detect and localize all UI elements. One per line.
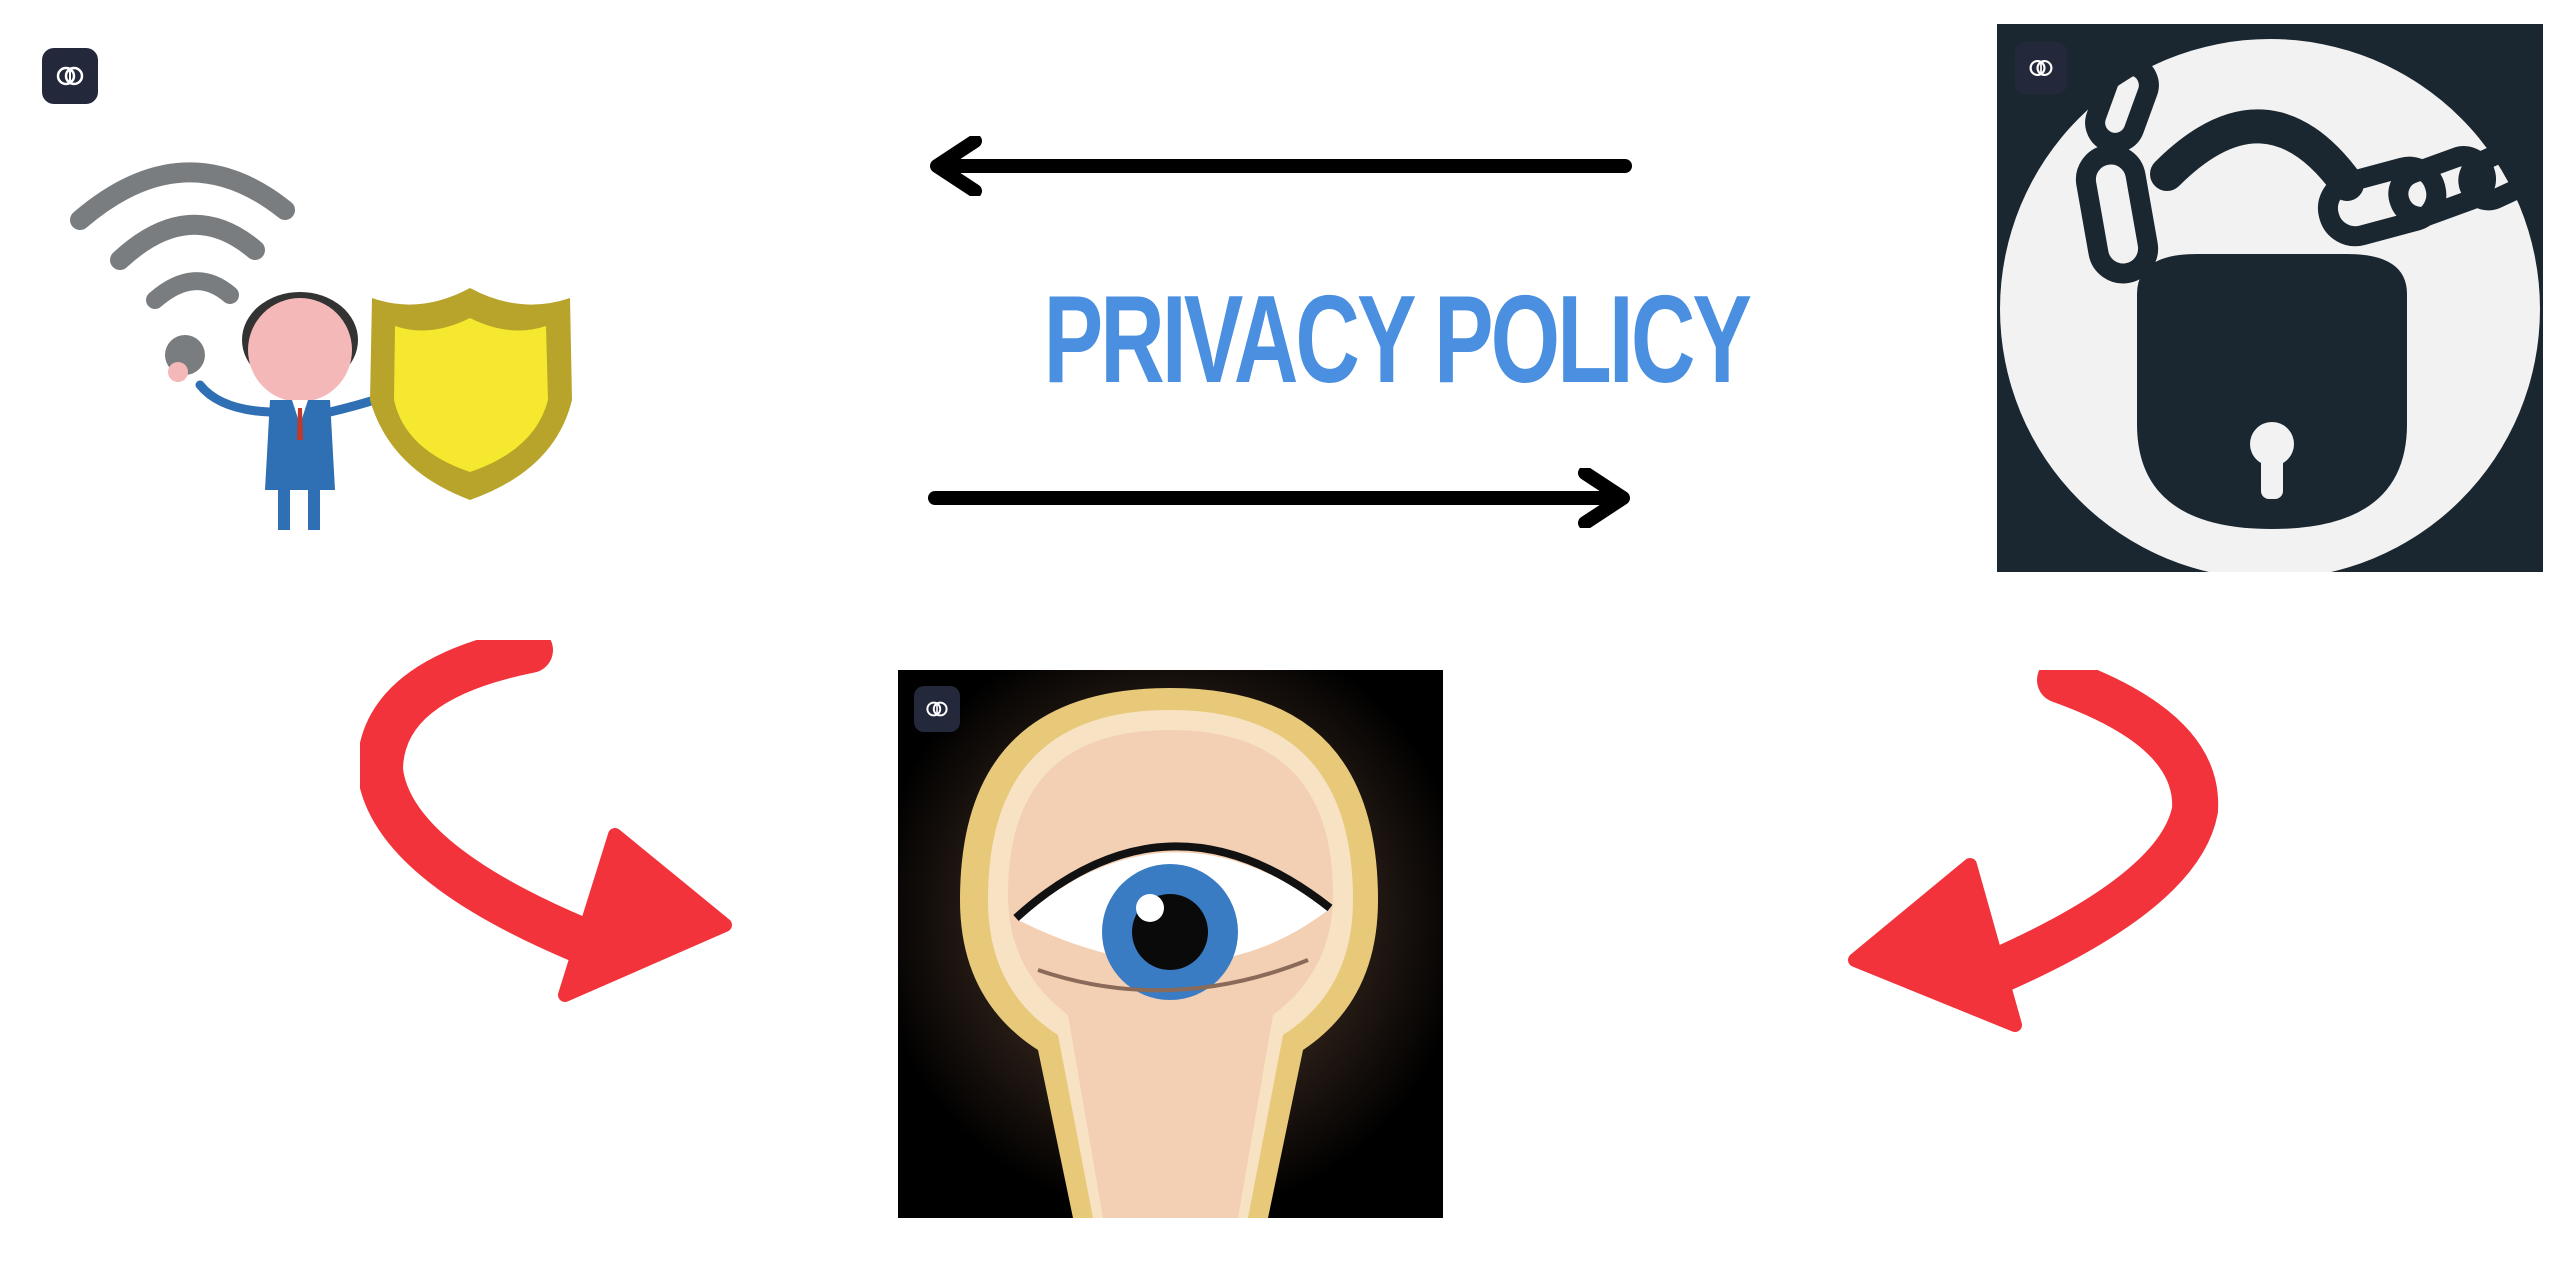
brain-badge-icon [42, 48, 98, 104]
curved-arrow-down-right-icon [360, 640, 732, 1002]
padlock-image [1997, 24, 2543, 572]
red-curved-arrow-left [360, 640, 740, 1010]
brain-badge-icon [914, 686, 960, 732]
keyhole-eye-image [898, 670, 1443, 1218]
keyhole-eye-icon [898, 670, 1443, 1218]
wifi-shield-illustration [60, 150, 600, 530]
arrow-left-icon [930, 136, 1632, 196]
curved-arrow-down-left-icon [1848, 670, 2219, 1032]
brain-badge-icon [2015, 42, 2067, 94]
arrow-right-icon [928, 468, 1630, 528]
page-title: PRIVACY POLICY [1043, 271, 1752, 409]
red-curved-arrow-right [1840, 670, 2220, 1040]
wifi-shield-person-icon [70, 162, 572, 530]
right-arrow [925, 468, 1635, 528]
left-arrow [925, 136, 1635, 196]
chained-padlock-icon [2000, 39, 2543, 572]
